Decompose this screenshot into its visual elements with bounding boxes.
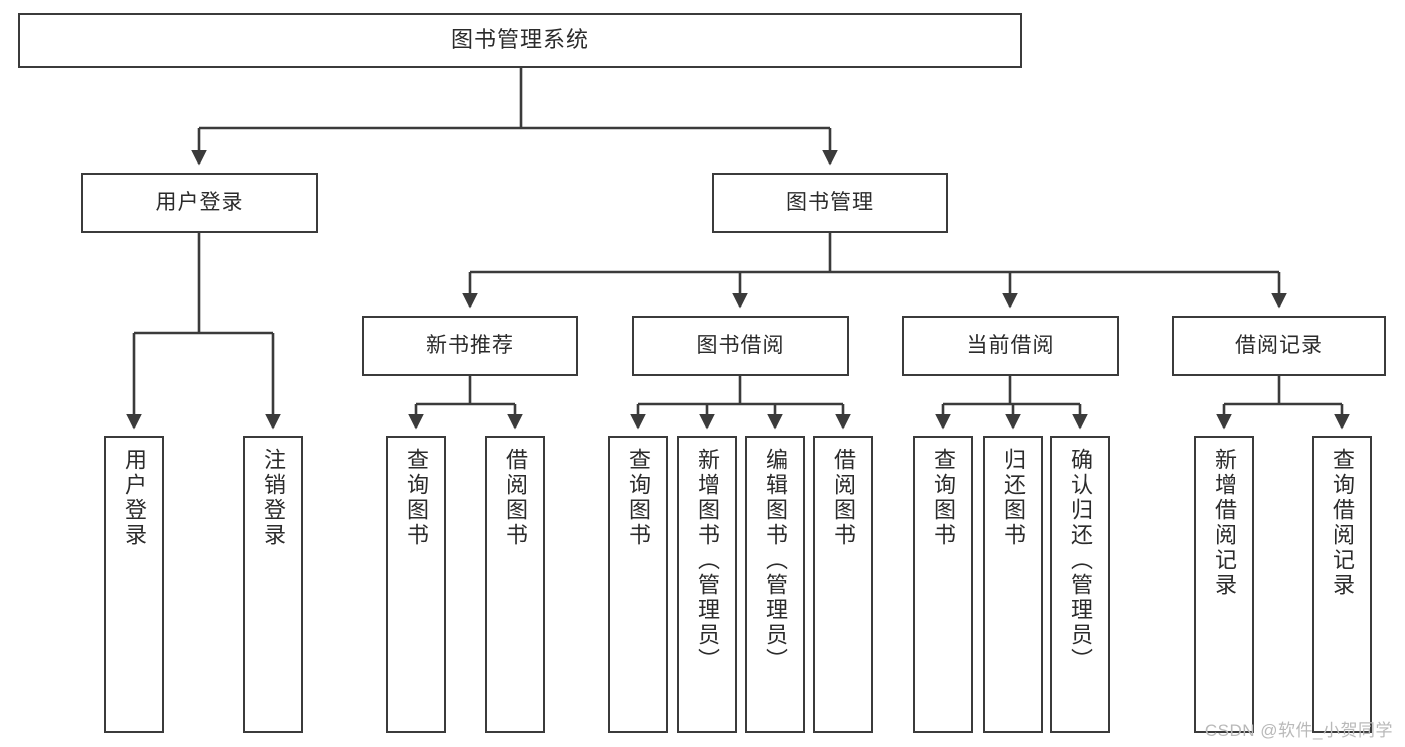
node-label: 查询图书 [404,448,429,548]
node-leaf-edit-book-admin[interactable]: 编辑图书（管理员） [745,436,805,733]
node-label: 当前借阅 [966,334,1055,358]
node-label: 图书借阅 [696,334,785,358]
node-new-book-recommend[interactable]: 新书推荐 [362,316,578,376]
node-root-system[interactable]: 图书管理系统 [18,13,1022,68]
node-borrow-record[interactable]: 借阅记录 [1172,316,1386,376]
node-label: 图书管理 [786,191,874,215]
node-label: 用户登录 [155,191,244,215]
node-label: 新书推荐 [426,334,514,358]
node-label: 查询借阅记录 [1330,448,1355,598]
node-leaf-return-book[interactable]: 归还图书 [983,436,1043,733]
node-label: 查询图书 [626,448,651,548]
node-label: 查询图书 [931,448,956,548]
node-label: 新增借阅记录 [1212,448,1237,598]
watermark: CSDN @软件_小贺同学 [1204,721,1393,740]
node-book-borrow[interactable]: 图书借阅 [632,316,849,376]
node-leaf-search-book[interactable]: 查询图书 [608,436,668,733]
node-leaf-add-book-admin[interactable]: 新增图书（管理员） [677,436,737,733]
node-current-borrow[interactable]: 当前借阅 [902,316,1119,376]
node-label: 新增图书（管理员） [695,448,720,673]
node-leaf-borrow-book[interactable]: 借阅图书 [813,436,873,733]
node-leaf-logout[interactable]: 注销登录 [243,436,303,733]
node-label: 注销登录 [261,448,286,548]
node-book-management[interactable]: 图书管理 [712,173,948,233]
node-leaf-search-book-current[interactable]: 查询图书 [913,436,973,733]
node-user-login[interactable]: 用户登录 [81,173,318,233]
node-leaf-confirm-return-admin[interactable]: 确认归还（管理员） [1050,436,1110,733]
node-leaf-search-book-recommend[interactable]: 查询图书 [386,436,446,733]
node-leaf-add-borrow-record[interactable]: 新增借阅记录 [1194,436,1254,733]
node-label: 借阅图书 [503,448,528,548]
node-label: 用户登录 [122,448,147,548]
node-label: 借阅记录 [1235,334,1323,358]
node-leaf-borrow-book-recommend[interactable]: 借阅图书 [485,436,545,733]
node-label: 确认归还（管理员） [1068,448,1093,673]
node-leaf-search-borrow-record[interactable]: 查询借阅记录 [1312,436,1372,733]
node-label: 借阅图书 [831,448,856,548]
node-label: 编辑图书（管理员） [763,448,788,673]
node-leaf-user-login[interactable]: 用户登录 [104,436,164,733]
node-label: 归还图书 [1001,448,1026,548]
node-label: 图书管理系统 [450,27,589,53]
